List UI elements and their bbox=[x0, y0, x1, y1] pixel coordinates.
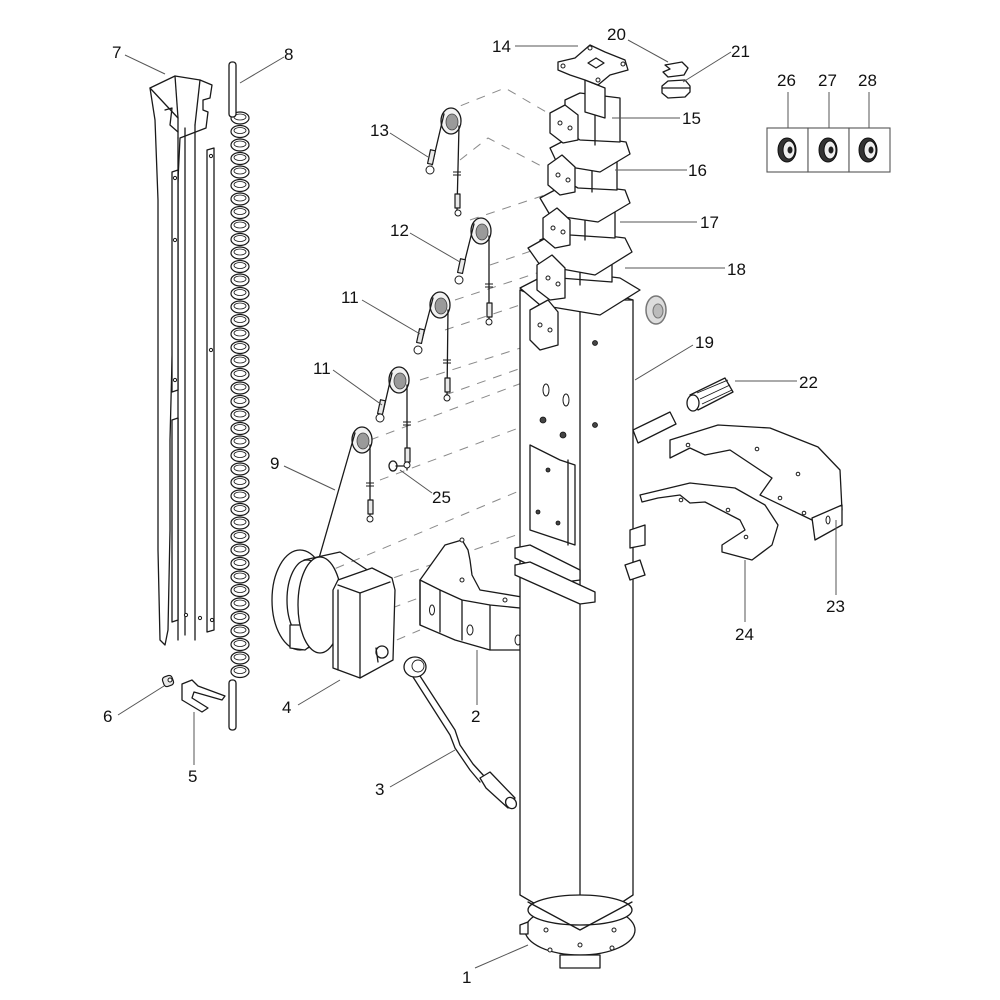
guard-upper bbox=[669, 424, 843, 541]
callout-22: 22 bbox=[799, 373, 818, 392]
coil-loop-inner bbox=[233, 640, 247, 647]
spare-pulley-mast bbox=[645, 295, 667, 325]
coil-loop-inner bbox=[233, 586, 247, 593]
coil-loop-inner bbox=[233, 613, 247, 620]
callout-1: 1 bbox=[462, 968, 471, 987]
mast-section-15 bbox=[547, 92, 631, 196]
coil-loop-inner bbox=[233, 397, 247, 404]
coil-loop-inner bbox=[233, 356, 247, 364]
callout-18: 18 bbox=[727, 260, 746, 279]
coil-loop-inner bbox=[233, 451, 247, 458]
coil-loop-inner bbox=[233, 626, 247, 634]
coil-loop-inner bbox=[233, 410, 247, 418]
crank-handle bbox=[403, 656, 518, 810]
coil-loop-inner bbox=[233, 653, 247, 661]
coil-loop-inner bbox=[233, 329, 247, 337]
coil-loop-inner bbox=[233, 572, 247, 580]
coil-loop-inner bbox=[233, 275, 247, 283]
base-plate bbox=[519, 894, 636, 969]
coil-loop-inner bbox=[233, 478, 247, 485]
callout-17: 17 bbox=[700, 213, 719, 232]
callout-28: 28 bbox=[858, 71, 877, 90]
coil-loop-inner bbox=[233, 464, 247, 472]
callout-11-lower: 11 bbox=[313, 359, 331, 378]
coil-loop-inner bbox=[233, 370, 247, 377]
screw bbox=[388, 460, 405, 472]
u-clip bbox=[181, 679, 226, 713]
callout-19: 19 bbox=[695, 333, 714, 352]
coil-loop-inner bbox=[233, 248, 247, 256]
coil-loop-inner bbox=[233, 302, 247, 310]
winch-cable-pulley-9 bbox=[306, 426, 374, 601]
pulley-26 bbox=[777, 137, 797, 163]
cable-clip bbox=[161, 674, 175, 688]
coiled-cable-ends bbox=[228, 61, 237, 731]
coil-loop-inner bbox=[233, 559, 247, 566]
coil-loop-inner bbox=[233, 235, 247, 242]
pulley-28 bbox=[858, 137, 878, 163]
coil-loop-inner bbox=[233, 491, 247, 499]
cable-guide-channel bbox=[149, 75, 215, 646]
coil-loop-inner bbox=[233, 532, 247, 539]
callout-4: 4 bbox=[282, 698, 291, 717]
coiled-cable bbox=[230, 111, 250, 679]
callout-20: 20 bbox=[607, 25, 626, 44]
callout-21: 21 bbox=[731, 42, 750, 61]
coil-loop-inner bbox=[233, 154, 247, 161]
spare-pulley-box bbox=[766, 127, 891, 173]
pulley-cable-12 bbox=[454, 217, 493, 326]
callout-26: 26 bbox=[777, 71, 796, 90]
coil-loop-inner bbox=[233, 289, 247, 296]
callout-12: 12 bbox=[390, 221, 409, 240]
top-plate bbox=[557, 44, 629, 119]
coil-loop-inner bbox=[233, 316, 247, 323]
coil-loop-inner bbox=[233, 127, 247, 134]
callout-27: 27 bbox=[818, 71, 837, 90]
coil-loop-inner bbox=[233, 518, 247, 526]
coil-loop-inner bbox=[233, 262, 247, 269]
coil-loop-inner bbox=[233, 343, 247, 350]
pulley-cable-11-upper bbox=[413, 291, 451, 402]
callout-13: 13 bbox=[370, 121, 389, 140]
callout-3: 3 bbox=[375, 780, 384, 799]
coil-loop-inner bbox=[233, 505, 247, 512]
handle-grip bbox=[632, 377, 734, 444]
coil-loop-inner bbox=[233, 208, 247, 215]
callout-labels: 1 2 3 4 5 6 7 8 9 11 11 12 13 14 15 16 1… bbox=[103, 25, 877, 987]
callout-16: 16 bbox=[688, 161, 707, 180]
coil-loop-inner bbox=[233, 437, 247, 445]
pulley-cable-11-lower bbox=[375, 366, 411, 471]
coil-loop-inner bbox=[233, 181, 247, 188]
callout-14: 14 bbox=[492, 37, 511, 56]
callout-24: 24 bbox=[735, 625, 754, 644]
cap-solid bbox=[661, 79, 691, 99]
cap-slotted bbox=[662, 61, 689, 78]
callout-2: 2 bbox=[471, 707, 480, 726]
pulley-cable-13 bbox=[425, 107, 462, 217]
mast-base-tube bbox=[514, 289, 646, 931]
callout-6: 6 bbox=[103, 707, 112, 726]
guard-lower bbox=[639, 482, 779, 561]
winch bbox=[271, 549, 396, 679]
callout-8: 8 bbox=[284, 45, 293, 64]
callout-7: 7 bbox=[112, 43, 121, 62]
coil-loop-inner bbox=[233, 167, 247, 175]
callout-15: 15 bbox=[682, 109, 701, 128]
coil-loop-inner bbox=[233, 194, 247, 202]
pulley-27 bbox=[818, 137, 838, 163]
coil-loop-inner bbox=[233, 221, 247, 229]
callout-23: 23 bbox=[826, 597, 845, 616]
callout-25: 25 bbox=[432, 488, 451, 507]
coil-loop-inner bbox=[233, 424, 247, 431]
coil-loop-inner bbox=[233, 545, 247, 553]
coil-loop-inner bbox=[233, 140, 247, 148]
coil-loop-inner bbox=[233, 383, 247, 391]
callout-9: 9 bbox=[270, 454, 279, 473]
callout-11-upper: 11 bbox=[341, 288, 359, 307]
coil-loop-inner bbox=[233, 599, 247, 607]
leader-lines bbox=[117, 39, 870, 969]
callout-5: 5 bbox=[188, 767, 197, 786]
coil-loop-inner bbox=[233, 667, 247, 674]
